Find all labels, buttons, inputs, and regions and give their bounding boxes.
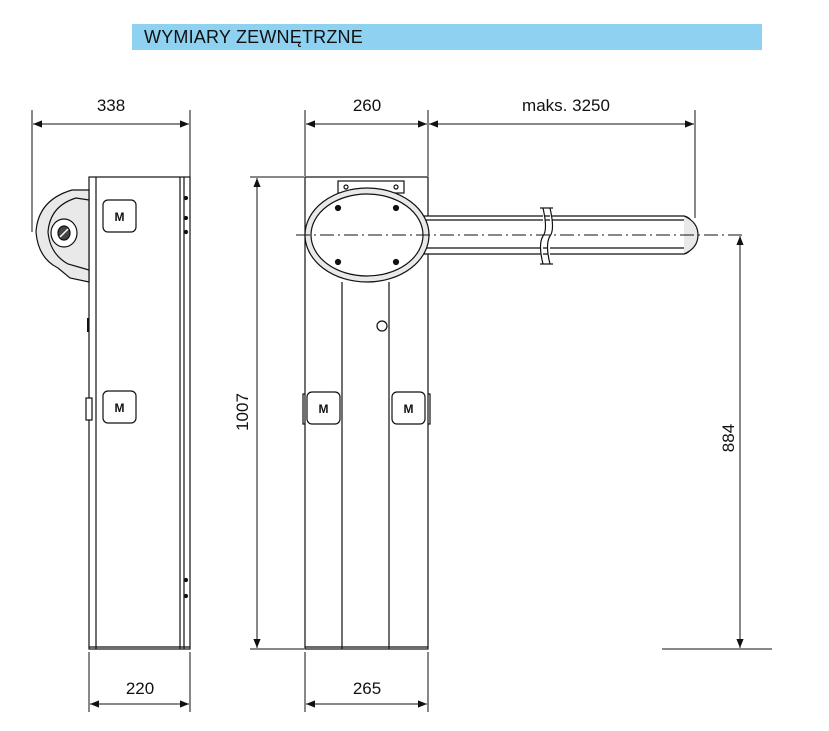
brand-logo-icon: M [302, 391, 341, 425]
page-title: WYMIARY ZEWNĘTRZNE [144, 27, 363, 47]
dim-side-depth: 338 [97, 96, 125, 115]
title-banner: WYMIARY ZEWNĘTRZNE [132, 24, 762, 50]
dim-front-base: 265 [353, 679, 381, 698]
svg-text:M: M [115, 210, 125, 224]
side-view: M M [35, 176, 191, 650]
brand-logo-icon: M [102, 199, 137, 233]
dim-boom-height: 884 [719, 424, 738, 452]
front-dimensions [250, 110, 772, 712]
dim-side-base: 220 [126, 679, 154, 698]
brand-logo-icon: M [391, 391, 431, 425]
boom-arm [419, 207, 699, 265]
brand-logo-icon: M [102, 390, 137, 424]
side-dimensions [31, 110, 191, 712]
front-view: M M [302, 176, 699, 650]
dim-boom-length: maks. 3250 [522, 96, 610, 115]
svg-text:M: M [115, 401, 125, 415]
rotor-cap-icon [304, 187, 430, 283]
svg-text:M: M [319, 402, 329, 416]
dim-front-width: 260 [353, 96, 381, 115]
rotor-cap-icon [35, 189, 90, 283]
svg-text:M: M [404, 402, 414, 416]
dim-total-height: 1007 [233, 393, 252, 431]
